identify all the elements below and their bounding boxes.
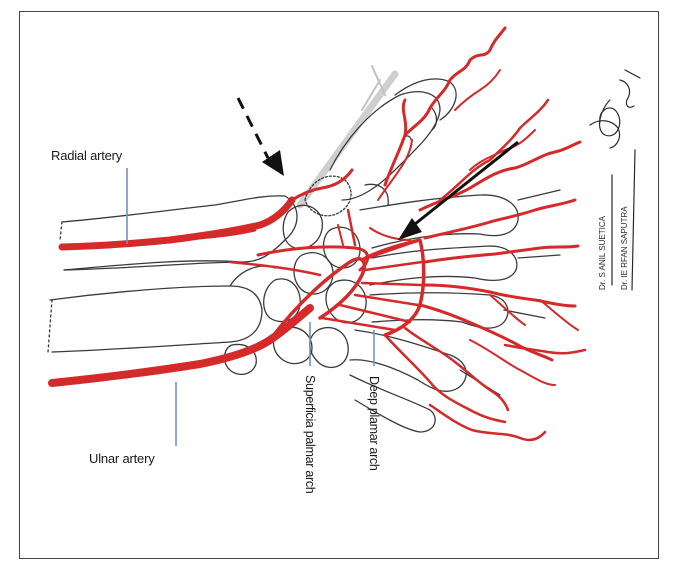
needle [300, 66, 395, 205]
dashed-arrow [238, 98, 284, 176]
label-ulnar-artery: Ulnar artery [89, 451, 155, 466]
label-deep-palmar-arch: Deep plamar arch [367, 376, 381, 471]
label-superficial-palmar-arch: Superficia palmar arch [303, 375, 317, 493]
signature-line-1: Dr. S ANIL SUETICA [598, 215, 607, 290]
label-radial-artery: Radial artery [51, 148, 122, 163]
solid-arrow [398, 142, 518, 240]
signature-line-2: Dr. IE RFAN SAPUTRA [620, 206, 629, 290]
